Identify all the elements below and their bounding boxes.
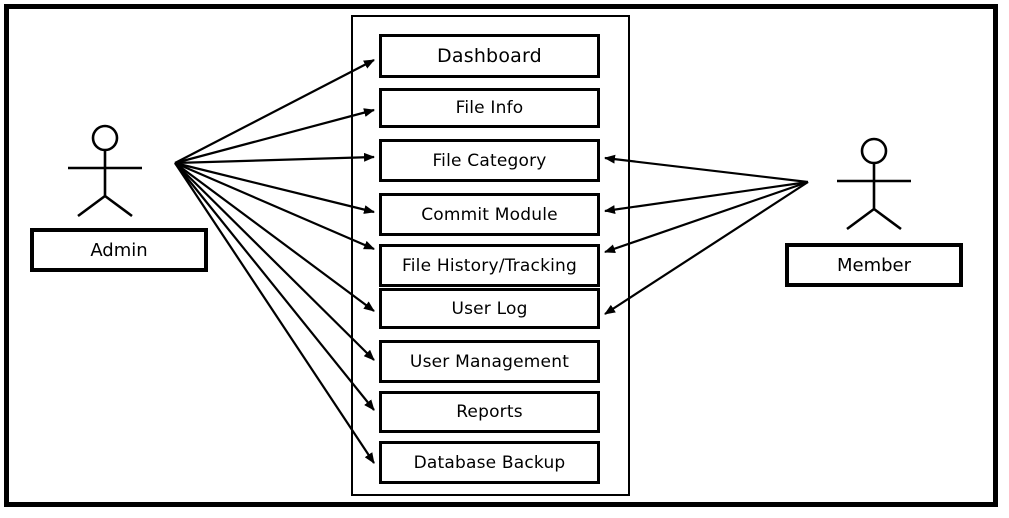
use-case-file-info[interactable]: File Info <box>379 88 600 128</box>
use-case-reports[interactable]: Reports <box>379 391 600 433</box>
use-case-user-log[interactable]: User Log <box>379 288 600 329</box>
actor-label-member[interactable]: Member <box>785 243 963 287</box>
actor-label-admin[interactable]: Admin <box>30 228 208 272</box>
use-case-commit-module[interactable]: Commit Module <box>379 193 600 236</box>
use-case-database-backup[interactable]: Database Backup <box>379 441 600 484</box>
use-case-file-history-tracking[interactable]: File History/Tracking <box>379 244 600 287</box>
use-case-dashboard[interactable]: Dashboard <box>379 34 600 78</box>
use-case-user-management[interactable]: User Management <box>379 340 600 383</box>
use-case-file-category[interactable]: File Category <box>379 139 600 182</box>
diagram-outer-frame <box>4 4 998 507</box>
